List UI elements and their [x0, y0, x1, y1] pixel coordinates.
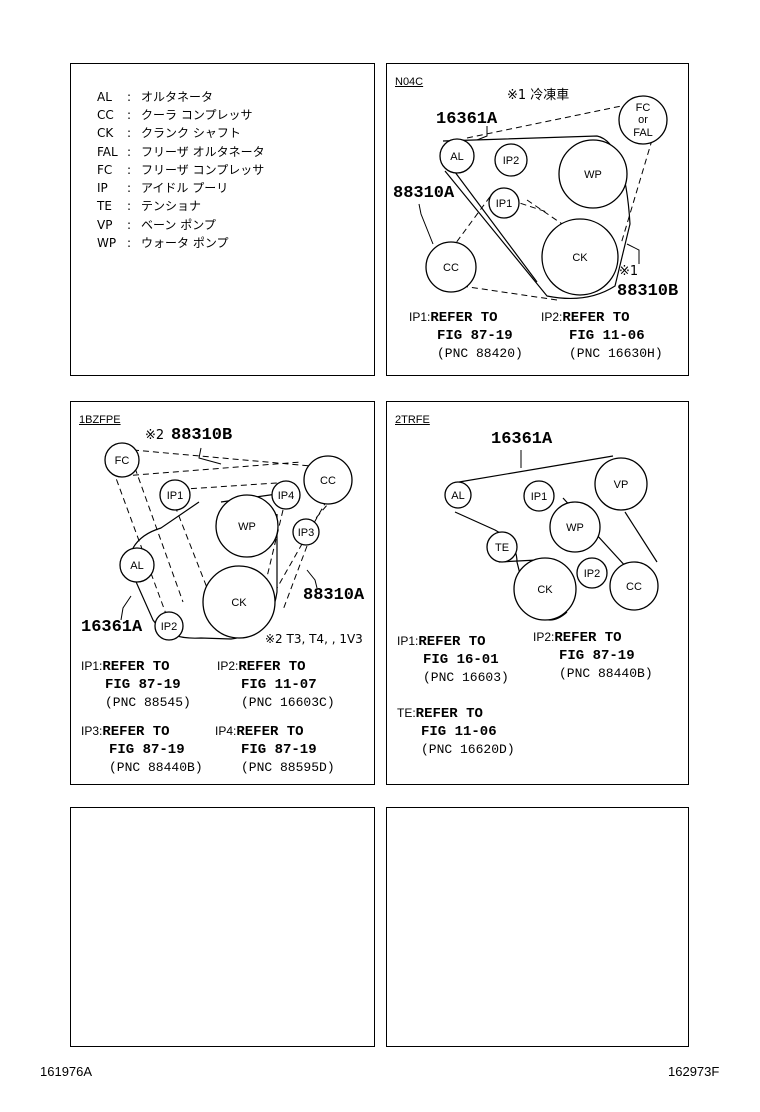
reference-ip2: IP2:REFER TO FIG 11-07 (PNC 16603C) — [217, 659, 335, 710]
pulley-label: FAL — [633, 127, 653, 139]
pulley-label: or — [638, 114, 648, 126]
belt-diagram-n04c: FC or FAL AL IP2 WP IP1 CC CK — [418, 95, 668, 301]
pulley-label: CK — [231, 597, 247, 609]
part-number-16361a: 16361A — [81, 618, 143, 637]
engine-tag: 2TRFE — [395, 414, 430, 426]
pulley-label: IP2 — [503, 155, 520, 167]
ip2-pulley — [576, 557, 608, 589]
pulley-label: IP4 — [278, 490, 295, 502]
mark-1: ※1 — [619, 264, 639, 279]
pulley-label: CC — [443, 262, 459, 274]
pulley-label: CC — [626, 581, 642, 593]
pulley-label: WP — [584, 169, 602, 181]
vp-pulley — [594, 457, 648, 511]
belt-diagram-1bzfpe: FC CC IP1 IP4 WP IP3 AL CK IP2 — [104, 442, 353, 641]
mark-2: ※2 — [145, 428, 165, 443]
model-note: ※2 T3, T4, , 1V3 — [265, 632, 363, 646]
pulley-label: IP3 — [298, 527, 315, 539]
pulley-label: FC — [115, 455, 130, 467]
al-pulley — [444, 481, 472, 509]
legend-row: TE:テンショナ — [97, 199, 202, 213]
pulley-label: IP2 — [584, 568, 601, 580]
cc-pulley — [425, 241, 477, 293]
reference-te: TE:REFER TO FIG 11-06 (PNC 16620D) — [397, 706, 515, 757]
ip4-pulley — [271, 480, 301, 510]
n04c-panel: N04C ※1 冷凍車 FC or FAL — [386, 63, 689, 376]
2trfe-panel: 2TRFE 16361A AL IP1 VP WP TE — [386, 401, 689, 785]
pulley-label: AL — [450, 151, 463, 163]
cc-pulley — [303, 455, 353, 505]
legend-row: CK:クランク シャフト — [97, 126, 241, 140]
pulley-label: VP — [614, 479, 629, 491]
reference-ip2: IP2:REFER TO FIG 11-06 (PNC 16630H) — [541, 310, 663, 361]
wp-pulley — [549, 501, 601, 553]
reference-ip4: IP4:REFER TO FIG 87-19 (PNC 88595D) — [215, 724, 335, 775]
fc-or-fal-pulley — [618, 95, 668, 145]
ck-pulley — [513, 557, 577, 621]
reference-ip2: IP2:REFER TO FIG 87-19 (PNC 88440B) — [533, 630, 653, 681]
belt-diagram-2trfe: AL IP1 VP WP TE CK IP2 CC — [444, 450, 659, 621]
engine-tag: 1BZFPE — [79, 414, 121, 426]
legend-row: WP:ウォータ ポンプ — [97, 236, 229, 250]
wp-pulley — [215, 494, 279, 558]
ip3-pulley — [292, 518, 320, 546]
part-number-88310a: 88310A — [393, 184, 455, 203]
pulley-label: WP — [566, 522, 584, 534]
footer-code-right: 162973F — [668, 1064, 720, 1079]
pulley-label: CC — [320, 475, 336, 487]
footer-code-left: 161976A — [40, 1064, 93, 1079]
legend-row: FAL:フリーザ オルタネータ — [97, 145, 265, 159]
legend-row: FC:フリーザ コンプレッサ — [97, 163, 265, 177]
fc-pulley — [104, 442, 140, 478]
ip2-pulley — [494, 143, 528, 177]
part-number-88310b: 88310B — [617, 282, 679, 301]
reference-ip1: IP1:REFER TO FIG 87-19 (PNC 88545) — [81, 659, 191, 710]
pulley-label: AL — [451, 490, 464, 502]
pulley-label: CK — [537, 584, 553, 596]
ck-pulley — [541, 218, 619, 296]
reference-ip1: IP1:REFER TO FIG 16-01 (PNC 16603) — [397, 634, 509, 685]
al-pulley — [439, 138, 475, 174]
ip1-pulley — [523, 480, 555, 512]
ip2-pulley — [154, 611, 184, 641]
legend-row: VP:ベーン ポンプ — [97, 218, 216, 232]
legend-row: CC:クーラ コンプレッサ — [97, 108, 253, 122]
empty-panel-left — [70, 807, 375, 1047]
pulley-label: FC — [636, 102, 651, 114]
part-number-88310a: 88310A — [303, 586, 365, 605]
wp-pulley — [558, 139, 628, 209]
pulley-label: TE — [495, 542, 509, 554]
empty-panel-right — [386, 807, 689, 1047]
ip1-pulley — [159, 479, 191, 511]
legend-row: AL:オルタネータ — [97, 90, 214, 104]
al-pulley — [119, 547, 155, 583]
refrigerated-note: ※1 冷凍車 — [507, 88, 570, 103]
1bzfpe-panel: 1BZFPE ※2 88310B — [70, 401, 375, 785]
part-number-16361a: 16361A — [491, 430, 553, 449]
legend-row: IP:アイドル プーリ — [97, 181, 229, 195]
ck-pulley — [202, 565, 276, 639]
legend-panel: AL:オルタネータ CC:クーラ コンプレッサ CK:クランク シャフト FAL… — [70, 63, 375, 376]
ip1-pulley — [488, 187, 520, 219]
part-number-88310b: 88310B — [171, 426, 233, 445]
engine-tag: N04C — [395, 76, 424, 88]
pulley-label: CK — [572, 252, 588, 264]
te-pulley — [486, 531, 518, 563]
part-number-16361a: 16361A — [436, 110, 498, 129]
pulley-label: AL — [130, 560, 143, 572]
pulley-label: IP1 — [167, 490, 184, 502]
reference-ip1: IP1:REFER TO FIG 87-19 (PNC 88420) — [409, 310, 523, 361]
pulley-label: IP2 — [161, 621, 178, 633]
pulley-label: WP — [238, 521, 256, 533]
pulley-label: IP1 — [496, 198, 513, 210]
reference-ip3: IP3:REFER TO FIG 87-19 (PNC 88440B) — [81, 724, 203, 775]
pulley-label: IP1 — [531, 491, 548, 503]
cc-pulley — [609, 561, 659, 611]
